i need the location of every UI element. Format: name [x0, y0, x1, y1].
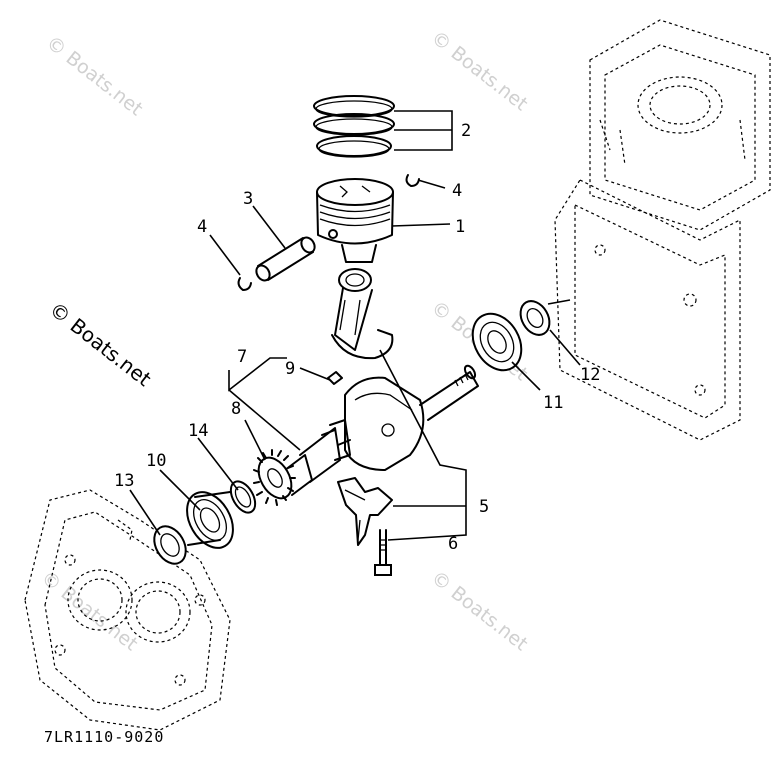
callout-11: 11	[543, 393, 563, 413]
callout-1: 1	[455, 217, 465, 237]
crank-gear	[253, 449, 296, 506]
watermark: © Boats.net	[427, 567, 532, 656]
watermark: © Boats.net	[42, 32, 147, 121]
circlip-left	[237, 277, 252, 291]
piston	[316, 178, 394, 263]
connecting-rod-cap	[337, 477, 393, 546]
callouts: 1 2 3 4 4 5 6 7 8 9 10 11 12 13 14	[114, 121, 600, 554]
bearing-left	[186, 491, 234, 549]
connecting-rod	[331, 268, 394, 360]
woodruff-key	[327, 371, 343, 385]
callout-5: 5	[479, 497, 489, 517]
callout-4-right: 4	[452, 181, 462, 201]
cylinder-block-outline	[547, 19, 771, 441]
watermark: © Boats.net	[45, 297, 156, 391]
callout-4-left: 4	[197, 217, 207, 237]
crankshaft	[284, 364, 479, 496]
watermarks: © Boats.net © Boats.net © Boats.net © Bo…	[37, 27, 532, 656]
callout-3: 3	[243, 189, 253, 209]
callout-10: 10	[146, 451, 166, 471]
piston-rings	[313, 95, 395, 158]
callout-12: 12	[580, 365, 600, 385]
callout-8: 8	[231, 399, 241, 419]
oil-seal-right	[519, 300, 551, 336]
oil-seal-left	[153, 525, 187, 565]
piston-pin	[255, 236, 316, 282]
drawing-code: 7LR1110-9020	[44, 728, 164, 746]
leader-lines	[129, 110, 581, 541]
callout-9: 9	[285, 359, 295, 379]
watermark: © Boats.net	[427, 27, 532, 116]
callout-2: 2	[461, 121, 471, 141]
bearing-right	[471, 312, 523, 372]
rod-bolt	[374, 529, 392, 576]
callout-13: 13	[114, 471, 134, 491]
crankcase-cover-outline	[24, 489, 231, 731]
callout-6: 6	[448, 534, 458, 554]
callout-14: 14	[188, 421, 208, 441]
thrust-washer	[229, 480, 257, 514]
callout-7: 7	[237, 347, 247, 367]
circlip-right	[405, 174, 420, 187]
